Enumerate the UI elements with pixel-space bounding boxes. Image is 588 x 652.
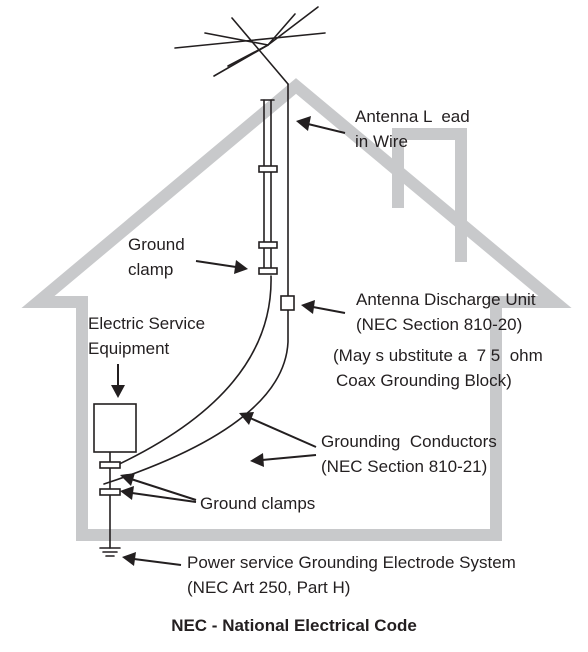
arrow-lead-in: [296, 116, 346, 134]
chimney: [392, 128, 467, 262]
mast: [260, 99, 275, 269]
arrow-clamp-lower: [120, 486, 197, 503]
lead-in-label-line2: in Wire: [355, 132, 408, 151]
arrow-conductor-lower: [250, 453, 317, 467]
electric-service-equipment-box: [93, 403, 137, 453]
discharge-unit-label-line1: Antenna Discharge Unit: [356, 290, 536, 309]
ground-clamps-label: Ground clamps: [200, 491, 315, 516]
mast-clamp-middle: [258, 241, 278, 249]
lead-in-label-line1: Antenna L ead: [355, 107, 470, 126]
mast-clamp-top: [258, 165, 278, 173]
service-equipment-label: Electric Service Equipment: [88, 311, 205, 361]
ground-clamp-label-line2: clamp: [128, 260, 174, 279]
arrow-clamp-upper: [120, 473, 197, 501]
electrode-system-label-line2: (NEC Art 250, Part H): [187, 578, 351, 597]
antenna-discharge-unit: [280, 295, 295, 311]
ground-symbol: [99, 547, 121, 557]
grounding-conductors-label-line1: Grounding Conductors: [321, 432, 497, 451]
discharge-unit-label-line2: (NEC Section 810-20): [356, 315, 523, 334]
service-equipment-label-line1: Electric Service: [88, 314, 206, 333]
grounding-conductors-label-line2: (NEC Section 810-21): [321, 457, 488, 476]
ground-clamp-label-line1: Ground: [128, 235, 185, 254]
diagram-caption: NEC - National Electrical Code: [171, 616, 417, 635]
coax-block-label-line2: Coax Grounding Block): [336, 371, 512, 390]
coax-block-label: (May s ubstitute a 7 5 ohm Coax Groundin…: [333, 343, 543, 393]
service-equipment-label-line2: Equipment: [88, 339, 170, 358]
arrow-service-equipment: [111, 364, 125, 398]
ground-clamp-lower: [99, 488, 121, 496]
lead-in-label: Antenna L ead in Wire: [355, 104, 470, 154]
discharge-unit-label: Antenna Discharge Unit (NEC Section 810-…: [356, 287, 536, 337]
ground-clamp-upper: [99, 461, 121, 469]
antenna: [174, 6, 326, 85]
ground-clamp-mast: [258, 267, 278, 275]
grounding-conductor-1: [112, 275, 272, 468]
arrow-discharge-unit: [301, 300, 346, 314]
electrode-system-label: Power service Grounding Electrode System…: [187, 550, 516, 600]
house-outline: [21, 78, 572, 541]
grounding-conductors-label: Grounding Conductors (NEC Section 810-21…: [321, 429, 497, 479]
arrow-conductor-upper: [239, 412, 317, 448]
ground-clamps-label-text: Ground clamps: [200, 494, 316, 513]
arrow-electrode: [122, 552, 182, 566]
electrode-system-label-line1: Power service Grounding Electrode System: [187, 553, 516, 572]
coax-block-label-line1: (May s ubstitute a 7 5 ohm: [333, 346, 543, 365]
arrow-ground-clamp: [195, 260, 248, 274]
ground-clamp-label: Ground clamp: [128, 232, 185, 282]
